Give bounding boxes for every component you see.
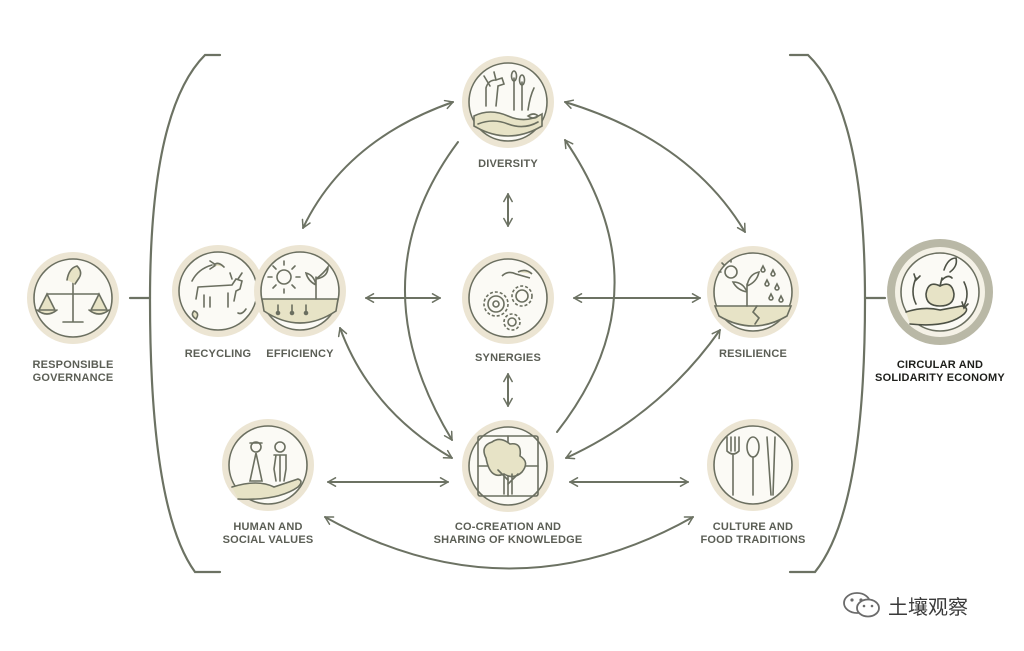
- node-diversity: [462, 56, 554, 148]
- label-recycling: RECYCLING: [184, 348, 252, 360]
- node-efficiency: [254, 245, 346, 337]
- left-bracket: [128, 53, 222, 574]
- scales-icon: [36, 265, 110, 323]
- arrow-diversity-cocreation-left: [403, 141, 459, 441]
- diversity-icon: [473, 70, 543, 137]
- tree-puzzle-icon: [477, 435, 539, 497]
- apple-hand-icon: [905, 257, 969, 326]
- watermark: 土壤观察: [842, 590, 968, 620]
- node-resilience: [707, 246, 799, 338]
- label-cocreation: CO-CREATION AND SHARING OF KNOWLEDGE: [433, 521, 583, 546]
- arrow-diversity-recycling: [301, 99, 454, 229]
- node-culture-food: [707, 419, 799, 511]
- people-hand-icon: [231, 441, 302, 501]
- gears-icon: [483, 269, 533, 331]
- label-synergies: SYNERGIES: [475, 352, 541, 364]
- label-diversity: DIVERSITY: [478, 158, 538, 170]
- label-resilience: RESILIENCE: [718, 348, 787, 360]
- node-synergies: [462, 252, 554, 344]
- label-human-social: HUMAN AND SOCIAL VALUES: [222, 521, 314, 546]
- node-human-social: [222, 419, 314, 511]
- label-efficiency: EFFICIENCY: [266, 348, 334, 360]
- arrow-human-culture: [324, 516, 694, 570]
- node-circular-economy: [887, 239, 993, 345]
- node-cocreation: [462, 420, 554, 512]
- cutlery-icon: [726, 436, 776, 496]
- sun-sprout-icon: [261, 260, 339, 324]
- label-responsible-governance: RESPONSIBLE GOVERNANCE: [32, 359, 114, 384]
- arrow-resilience-cocreation: [565, 329, 721, 460]
- arrow-efficiency-cocreation: [337, 327, 453, 459]
- arrow-diversity-resilience: [564, 99, 746, 233]
- right-bracket: [788, 53, 887, 574]
- rain-plant-icon: [713, 259, 793, 327]
- node-responsible-governance: [27, 252, 119, 344]
- arrow-cocreation-diversity-right: [556, 139, 616, 433]
- node-recycling: [172, 245, 264, 337]
- cow-recycling-icon: [191, 260, 247, 321]
- wechat-icon: [843, 592, 880, 618]
- label-circular-economy: CIRCULAR AND SOLIDARITY ECONOMY: [875, 359, 1005, 384]
- watermark-text: 土壤观察: [888, 594, 968, 619]
- label-culture-food: CULTURE AND FOOD TRADITIONS: [700, 521, 806, 546]
